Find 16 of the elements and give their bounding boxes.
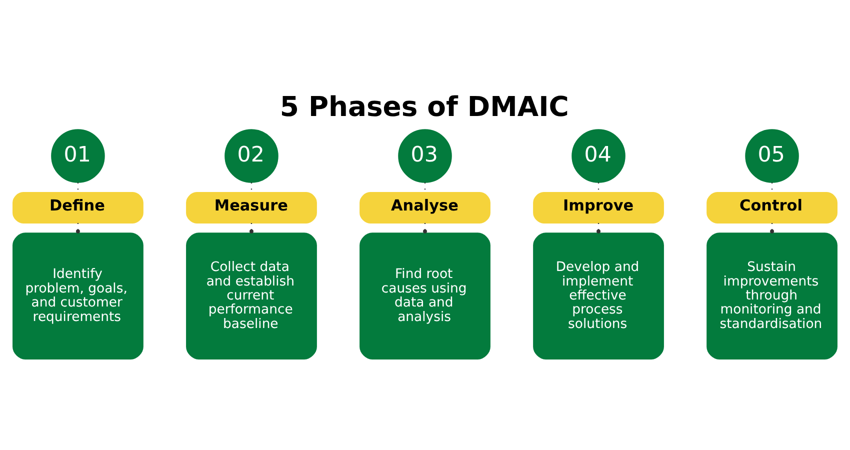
- node-box: Collect data and establish current performance baseline: [186, 232, 317, 360]
- node-circle: 04: [572, 129, 626, 183]
- node-box: Define: [12, 192, 144, 224]
- node-box: Identify problem, goals, and customer requirements: [12, 232, 144, 360]
- node-circle: 01: [51, 129, 105, 183]
- node-box: Control: [706, 192, 838, 224]
- node-box: Improve: [533, 192, 664, 224]
- node-box: Measure: [186, 192, 317, 224]
- node-circle: 03: [398, 129, 452, 183]
- node-box: Develop and implement effective process solutions: [533, 232, 664, 360]
- diagram-title: 5 Phases of DMAIC: [280, 92, 569, 124]
- node-box: Analyse: [360, 192, 490, 224]
- node-circle: 02: [224, 129, 278, 183]
- node-circle: 05: [745, 129, 799, 183]
- node-box: Find root causes using data and analysis: [360, 232, 490, 360]
- node-box: Sustain improvements through monitoring and standardisation: [706, 232, 838, 360]
